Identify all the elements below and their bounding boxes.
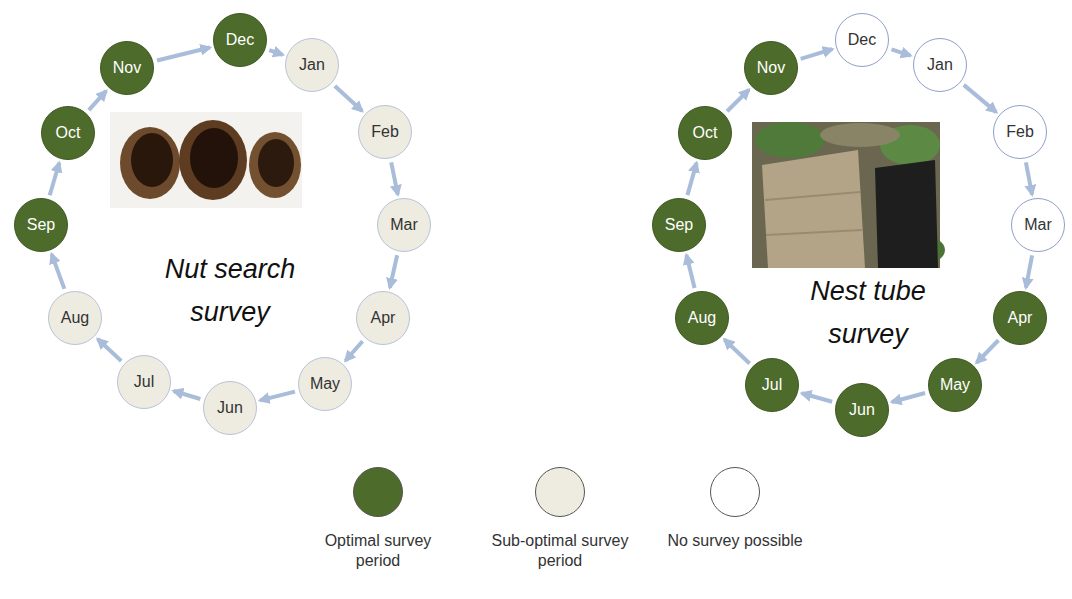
month-circle: Sep bbox=[14, 198, 68, 252]
survey-title: Nut search survey bbox=[130, 248, 330, 334]
month-name: Dec bbox=[226, 31, 254, 49]
month-arrow bbox=[977, 340, 999, 363]
month-circle: Mar bbox=[377, 198, 431, 252]
month-name: Sep bbox=[27, 216, 55, 234]
legend-label: No survey possible bbox=[660, 531, 810, 551]
month-name: May bbox=[940, 376, 970, 394]
month-arrow bbox=[802, 393, 832, 401]
month-name: Jan bbox=[299, 56, 325, 74]
month-name: Jun bbox=[849, 401, 875, 419]
month-arrow bbox=[345, 341, 362, 360]
month-circle: Jun bbox=[203, 381, 257, 435]
month-arrow bbox=[52, 254, 65, 289]
legend-label: Sub-optimal survey period bbox=[485, 531, 635, 571]
survey-title: Nest tube survey bbox=[768, 270, 968, 356]
month-circle: Aug bbox=[48, 291, 102, 345]
month-circle: Oct bbox=[678, 106, 732, 160]
month-arrow bbox=[390, 255, 397, 288]
month-name: Sep bbox=[665, 216, 693, 234]
month-arrow bbox=[89, 91, 106, 110]
month-arrow bbox=[892, 49, 911, 55]
month-arrow bbox=[98, 339, 122, 361]
month-name: Mar bbox=[1024, 216, 1052, 234]
legend-label: Optimal survey period bbox=[303, 531, 453, 571]
month-circle: Jul bbox=[117, 355, 171, 409]
month-circle: May bbox=[298, 357, 352, 411]
nut-shells-photo bbox=[110, 112, 302, 208]
month-circle: Feb bbox=[993, 105, 1047, 159]
month-name: Feb bbox=[371, 123, 399, 141]
month-arrow bbox=[335, 86, 362, 111]
month-name: Nov bbox=[113, 59, 141, 77]
month-name: Oct bbox=[693, 124, 718, 142]
month-circle: Jan bbox=[285, 38, 339, 92]
month-name: Apr bbox=[1008, 309, 1033, 327]
month-circle: Nov bbox=[100, 41, 154, 95]
nest-tube-photo bbox=[752, 122, 945, 268]
month-name: May bbox=[310, 375, 340, 393]
month-name: Apr bbox=[371, 309, 396, 327]
month-arrow bbox=[50, 163, 60, 196]
month-name: Dec bbox=[848, 31, 876, 49]
month-arrow bbox=[686, 255, 694, 288]
month-name: Aug bbox=[688, 309, 716, 327]
month-name: Feb bbox=[1006, 123, 1034, 141]
legend-swatch bbox=[535, 467, 585, 517]
legend-item: Sub-optimal survey period bbox=[485, 467, 635, 571]
month-name: Mar bbox=[390, 216, 418, 234]
legend-swatch bbox=[710, 467, 760, 517]
legend-item: Optimal survey period bbox=[303, 467, 453, 571]
month-name: Jul bbox=[762, 376, 782, 394]
month-circle: Sep bbox=[652, 198, 706, 252]
month-circle: Dec bbox=[213, 13, 267, 67]
month-arrow bbox=[391, 162, 398, 194]
month-name: Jul bbox=[134, 373, 154, 391]
month-arrow bbox=[687, 163, 696, 195]
month-arrow bbox=[1026, 162, 1032, 194]
month-arrow bbox=[174, 391, 201, 399]
month-circle: Feb bbox=[358, 105, 412, 159]
month-circle: Apr bbox=[356, 291, 410, 345]
month-circle: Mar bbox=[1011, 198, 1065, 252]
month-circle: Dec bbox=[835, 13, 889, 67]
month-name: Oct bbox=[56, 124, 81, 142]
month-name: Jun bbox=[217, 399, 243, 417]
legend-item: No survey possible bbox=[660, 467, 810, 551]
month-arrow bbox=[157, 47, 210, 60]
month-name: Aug bbox=[61, 309, 89, 327]
month-circle: Nov bbox=[744, 41, 798, 95]
month-arrow bbox=[724, 339, 749, 363]
month-circle: Oct bbox=[41, 106, 95, 160]
month-name: Nov bbox=[757, 59, 785, 77]
month-arrow bbox=[269, 50, 282, 55]
month-circle: Aug bbox=[675, 291, 729, 345]
legend-swatch bbox=[353, 467, 403, 517]
month-circle: May bbox=[928, 358, 982, 412]
month-arrow bbox=[964, 85, 996, 112]
month-circle: Jun bbox=[835, 383, 889, 437]
month-arrow bbox=[1026, 255, 1032, 287]
month-circle: Apr bbox=[993, 291, 1047, 345]
month-circle: Jan bbox=[913, 38, 967, 92]
month-circle: Jul bbox=[745, 358, 799, 412]
month-name: Jan bbox=[927, 56, 953, 74]
month-arrow bbox=[892, 393, 925, 402]
month-arrow bbox=[727, 90, 749, 111]
month-arrow bbox=[801, 49, 833, 59]
month-arrow bbox=[260, 392, 295, 401]
